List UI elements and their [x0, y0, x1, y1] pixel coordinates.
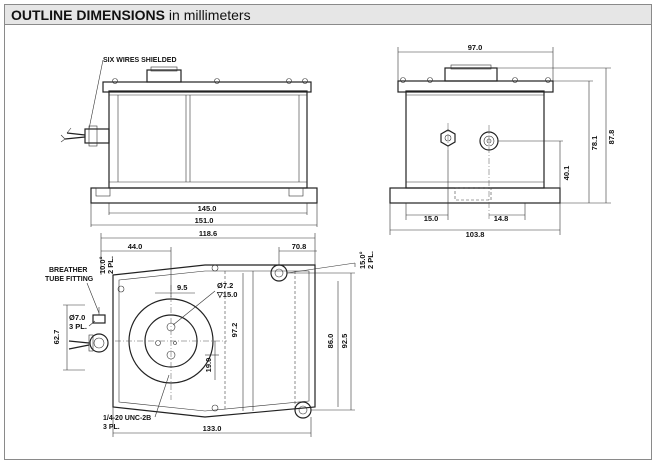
front-base: [90, 187, 318, 204]
dim-side-top: 97.0: [468, 43, 483, 52]
dim-angle-left-pl: 2 PL.: [106, 256, 115, 274]
front-top-connector: [146, 69, 182, 83]
side-view: 97.0 87.8 78.1 40.1 15.0 14.8 103.8: [389, 43, 616, 239]
front-body: [108, 90, 308, 189]
outline-drawing: SIX WIRES SHIELDED 145.0 151.0: [45, 43, 616, 437]
bottom-view: BREATHER TUBE FITTING 118.6 44.0 70.8 10…: [45, 229, 375, 437]
dim-bore-dia: Ø7.2: [217, 281, 233, 290]
dim-height-92: 92.5: [340, 334, 349, 349]
bottom-cable-fitting: [68, 333, 109, 353]
dim-small-height: 19.0: [204, 358, 213, 373]
thread-label: 1/4-20 UNC-2B: [103, 415, 151, 422]
side-top-plate: [397, 80, 554, 93]
thread-pl: 3 PL.: [103, 424, 120, 431]
drawing-frame: SIX WIRES SHIELDED 145.0 151.0: [4, 24, 652, 460]
dim-hole-pl: 3 PL.: [69, 322, 87, 331]
dim-height-86: 86.0: [326, 334, 335, 349]
dim-base-length: 133.0: [203, 424, 222, 433]
dim-center-height: 97.2: [230, 323, 239, 338]
dim-bottom-total-width: 118.6: [199, 229, 217, 238]
dim-side-body-height: 78.1: [590, 136, 599, 151]
dim-left-height: 62.7: [52, 330, 61, 345]
dim-angle-left: 10.0°: [98, 256, 107, 274]
breather-label-2: TUBE FITTING: [45, 276, 94, 283]
side-body: [405, 90, 545, 189]
section-title: OUTLINE DIMENSIONS in millimeters: [11, 7, 251, 23]
bottom-mount-bottom: [294, 401, 312, 419]
dim-side-total-height: 87.8: [607, 130, 616, 145]
dim-bottom-center: 44.0: [128, 242, 143, 251]
dim-angle-right: 15.0°: [358, 251, 367, 269]
dim-side-base: 103.8: [466, 230, 485, 239]
wire-label: SIX WIRES SHIELDED: [103, 57, 177, 64]
bottom-mount-top: [270, 264, 288, 282]
breather-label-1: BREATHER: [49, 267, 87, 274]
dim-front-inner: 145.0: [198, 204, 217, 213]
dim-hole-dia: Ø7.0: [69, 313, 85, 322]
dim-side-right-offset: 14.8: [494, 214, 509, 223]
dim-side-fitting-height: 40.1: [562, 166, 571, 181]
dim-side-left-offset: 15.0: [424, 214, 439, 223]
dim-small-offset: 9.5: [177, 283, 187, 292]
dim-front-total: 151.0: [195, 216, 214, 225]
side-top-connector: [444, 67, 498, 82]
dim-bottom-hole-offset: 70.8: [292, 242, 307, 251]
bottom-breather-fitting: [92, 307, 106, 324]
title-units: in millimeters: [168, 7, 251, 23]
title-bold: OUTLINE DIMENSIONS: [11, 7, 166, 23]
section-header: OUTLINE DIMENSIONS in millimeters: [4, 4, 652, 25]
front-view: SIX WIRES SHIELDED 145.0 151.0: [60, 57, 318, 227]
dim-angle-right-pl: 2 PL.: [366, 251, 375, 269]
side-base: [389, 187, 561, 204]
front-top-plate: [102, 81, 312, 93]
dim-bore-depth: ▽15.0: [216, 290, 237, 299]
